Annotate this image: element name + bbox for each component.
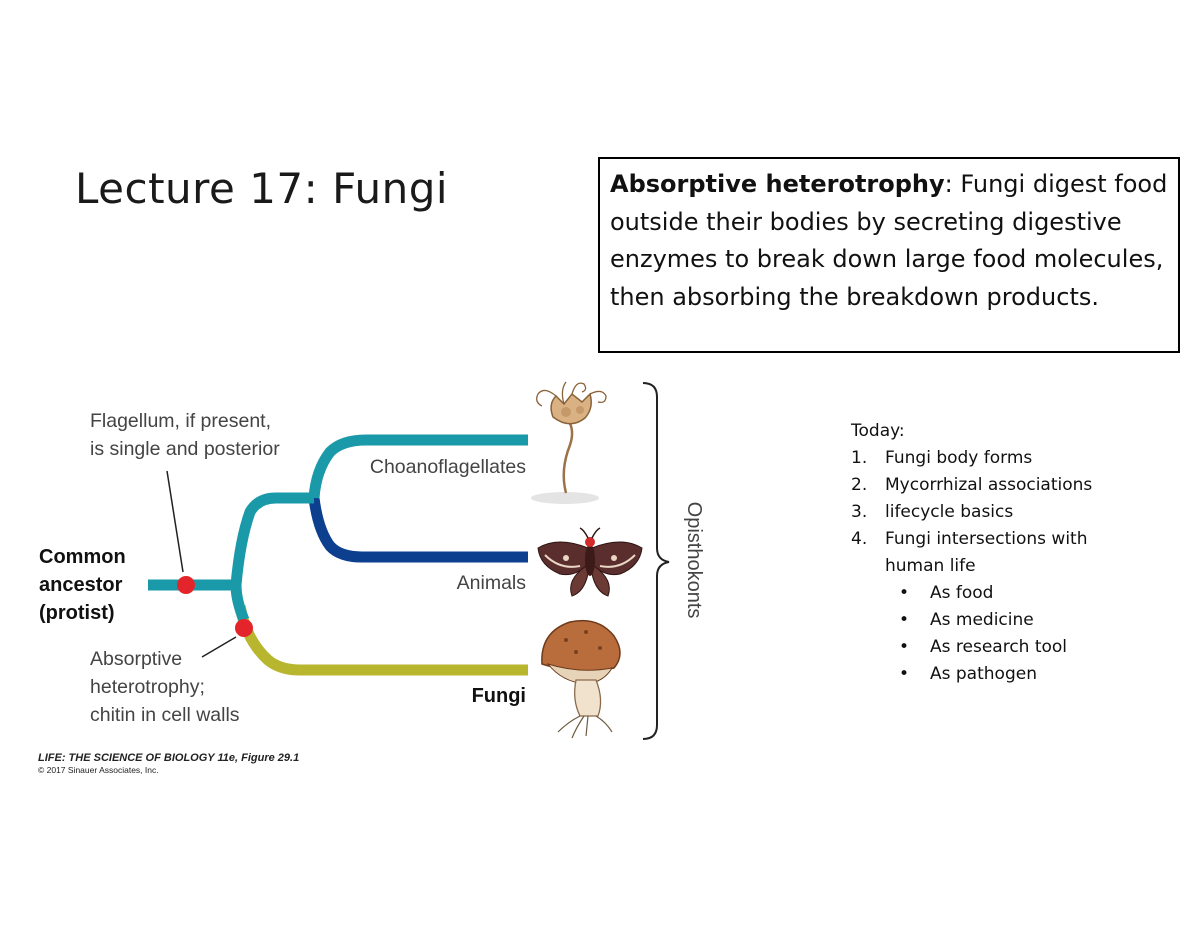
subtopic-text: As pathogen — [930, 664, 1037, 684]
subtopic-item: • As food — [851, 580, 1092, 607]
credit-line-2: © 2017 Sinauer Associates, Inc. — [38, 765, 159, 775]
topic-number: 1. — [851, 448, 868, 468]
flagellum-note-line2: is single and posterior — [90, 438, 280, 460]
subtopic-text: As research tool — [930, 637, 1068, 657]
today-heading: Today: — [851, 421, 905, 441]
topic-text: Mycorrhizal associations — [885, 475, 1093, 495]
figure-credit: LIFE: THE SCIENCE OF BIOLOGY 11e, Figure… — [38, 752, 299, 775]
opisthokonts-bracket — [642, 382, 670, 740]
subtopic-item: • As medicine — [851, 607, 1092, 634]
definition-term: Absorptive heterotrophy — [610, 170, 945, 198]
topic-number: 3. — [851, 502, 868, 522]
moth-icon — [537, 527, 643, 597]
topic-number: 4. — [851, 529, 868, 549]
bullet-icon: • — [899, 583, 910, 603]
taxon-choanoflagellates: Choanoflagellates — [370, 456, 526, 478]
absorptive-note-line3: chitin in cell walls — [90, 704, 240, 726]
subtopic-text: As medicine — [930, 610, 1034, 630]
topic-text: lifecycle basics — [885, 502, 1014, 522]
absorptive-pointer — [201, 636, 237, 658]
branch-fungi — [234, 604, 528, 676]
bullet-icon: • — [899, 610, 910, 630]
mushroom-icon — [541, 619, 621, 739]
topic-list: 1. Fungi body forms 2. Mycorrhizal associa… — [851, 445, 1092, 580]
topic-item: 2. Mycorrhizal associations — [851, 472, 1092, 499]
credit-line-1: LIFE: THE SCIENCE OF BIOLOGY 11e, Figure… — [38, 752, 300, 764]
flagellum-note-line1: Flagellum, if present, — [90, 410, 271, 432]
common-ancestor-line3: (protist) — [39, 602, 115, 624]
topic-item: 1. Fungi body forms — [851, 445, 1092, 472]
definition-box: Absorptive heterotrophy: Fungi digest fo… — [598, 157, 1180, 353]
subtopic-item: • As pathogen — [851, 661, 1092, 688]
branch-opisthokont-stem — [148, 492, 314, 591]
common-ancestor-line1: Common — [39, 546, 126, 568]
subtopic-text: As food — [930, 583, 994, 603]
branch-choanoflagellates — [308, 434, 528, 499]
subtopic-item: • As research tool — [851, 634, 1092, 661]
bullet-icon: • — [899, 637, 910, 657]
branch-stem-to-fungi — [230, 584, 250, 623]
absorptive-note-line2: heterotrophy; — [90, 676, 205, 698]
topic-number: 2. — [851, 475, 868, 495]
topic-item-continued: human life — [885, 556, 976, 576]
common-ancestor-line2: ancestor — [39, 574, 123, 596]
topic-item: 3. lifecycle basics — [851, 499, 1092, 526]
absorptive-node — [235, 619, 253, 637]
subtopic-list: •As food •As medicine •As research tool … — [851, 580, 1092, 688]
taxon-fungi: Fungi — [472, 685, 526, 707]
flagellum-pointer — [166, 470, 184, 573]
absorptive-note-line1: Absorptive — [90, 648, 182, 670]
today-list: Today: 1. Fungi body forms 2. Mycorrhizal … — [851, 418, 1092, 688]
slide-title: Lecture 17: Fungi — [75, 164, 449, 213]
bullet-icon: • — [899, 664, 910, 684]
topic-text: Fungi intersections with — [885, 529, 1088, 549]
topic-text: Fungi body forms — [885, 448, 1033, 468]
branch-animals — [308, 497, 528, 563]
clade-label: Opisthokonts — [683, 502, 705, 619]
flagellum-node — [177, 576, 195, 594]
topic-item: 4. Fungi intersections with — [851, 526, 1092, 553]
taxon-animals: Animals — [457, 572, 527, 594]
choanoflagellate-icon — [531, 381, 607, 504]
definition-text: : Fungi digest food outside their bodies… — [610, 170, 1168, 311]
